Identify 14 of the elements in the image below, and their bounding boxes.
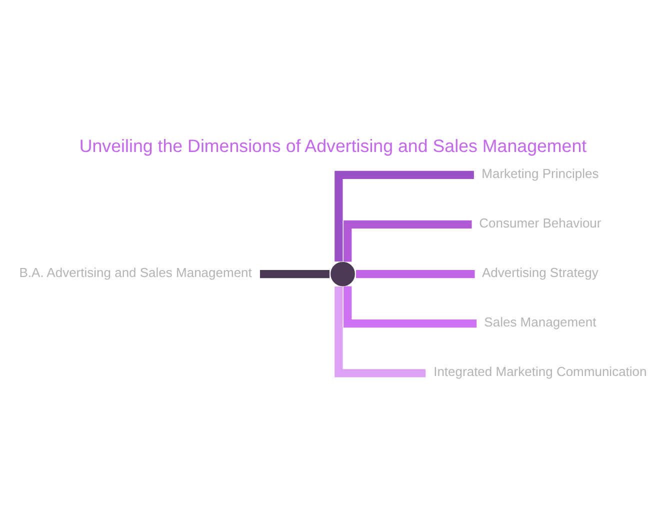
diagram-title: Unveiling the Dimensions of Advertising and Sales Management: [79, 136, 587, 156]
node-text: Sales Management: [484, 314, 596, 330]
node-text: B.A. Advertising and Sales Management: [19, 265, 252, 280]
connector: [344, 286, 477, 328]
connector: [260, 270, 330, 278]
node-circle: [328, 260, 357, 288]
node-text: Integrated Marketing Communication: [434, 364, 647, 380]
connector: [334, 286, 426, 378]
node-text: Advertising Strategy: [482, 265, 598, 280]
connector: [356, 270, 475, 278]
node-text: Consumer Behaviour: [479, 216, 602, 231]
connector: [334, 170, 474, 262]
node-text: Marketing Principles: [482, 166, 599, 181]
connector: [344, 220, 472, 262]
